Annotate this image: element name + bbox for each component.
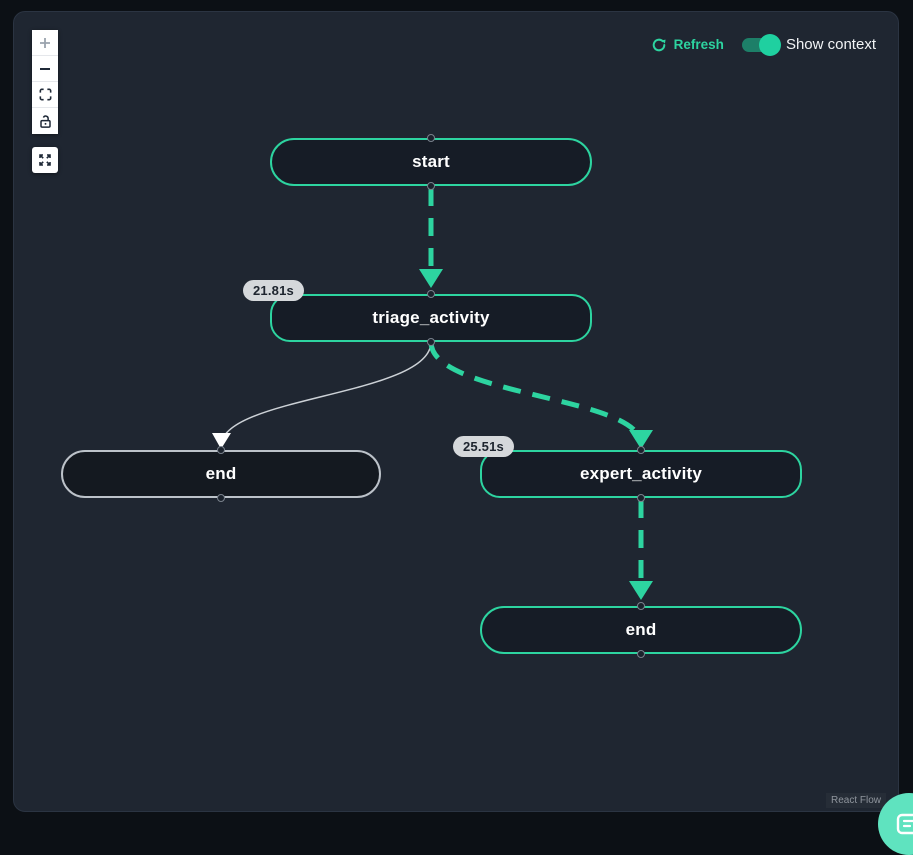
refresh-icon — [652, 38, 666, 51]
node-handle-bottom[interactable] — [637, 650, 645, 658]
duration-badge: 25.51s — [453, 436, 514, 457]
show-context-toggle[interactable]: Show context — [741, 33, 876, 56]
node-start[interactable]: start — [270, 134, 592, 190]
node-handle-bottom[interactable] — [427, 182, 435, 190]
toggle-knob[interactable] — [758, 33, 781, 56]
arrowhead-triage-to-expert — [629, 430, 653, 449]
lock-interactivity-button[interactable] — [32, 108, 58, 134]
canvas-controls — [32, 30, 58, 134]
node-label: end — [625, 620, 657, 639]
chat-icon — [896, 813, 913, 835]
react-flow-attribution[interactable]: React Flow — [825, 793, 886, 808]
node-triage-activity[interactable]: 21.81s triage_activity — [243, 280, 592, 346]
node-label: expert_activity — [579, 464, 703, 483]
refresh-button[interactable]: Refresh — [651, 37, 724, 53]
zoom-out-button[interactable] — [32, 56, 58, 82]
edge-triage-to-end-left[interactable] — [220, 341, 432, 447]
fit-view-icon — [39, 88, 51, 101]
canvas-header: Refresh Show context — [651, 33, 876, 56]
node-handle-top[interactable] — [427, 290, 435, 298]
node-handle-top[interactable] — [427, 134, 435, 142]
fullscreen-expand-icon — [39, 154, 51, 166]
show-context-label: Show context — [785, 36, 876, 53]
duration-badge: 21.81s — [243, 280, 304, 301]
arrowhead-start-to-triage — [419, 269, 443, 288]
node-end[interactable]: end — [480, 602, 802, 658]
node-handle-bottom[interactable] — [637, 494, 645, 502]
workflow-canvas[interactable]: start 21.81s triage_activity end 25.51s … — [13, 11, 899, 812]
node-label: end — [205, 464, 237, 483]
zoom-in-icon — [40, 37, 50, 48]
node-handle-top[interactable] — [637, 602, 645, 610]
fullscreen-button[interactable] — [32, 147, 58, 173]
arrowhead-expert-to-end — [629, 581, 653, 600]
node-handle-bottom[interactable] — [427, 338, 435, 346]
edge-triage-to-expert[interactable] — [428, 341, 644, 445]
refresh-label: Refresh — [673, 37, 724, 52]
app-screen: { "header": { "refresh_label": "Refresh"… — [13, 11, 913, 855]
edges-layer — [212, 188, 653, 600]
unlock-icon — [39, 114, 51, 128]
zoom-out-icon — [40, 67, 50, 70]
node-label: start — [412, 152, 450, 171]
zoom-in-button[interactable] — [32, 30, 58, 56]
toggle-track[interactable] — [741, 33, 781, 56]
node-handle-bottom[interactable] — [217, 494, 225, 502]
node-end-left[interactable]: end — [61, 446, 381, 502]
node-expert-activity[interactable]: 25.51s expert_activity — [453, 436, 802, 502]
arrowhead-triage-to-end-left — [212, 433, 231, 449]
node-label: triage_activity — [372, 308, 490, 327]
node-handle-top[interactable] — [217, 446, 225, 454]
fit-view-button[interactable] — [32, 82, 58, 108]
node-handle-top[interactable] — [637, 446, 645, 454]
